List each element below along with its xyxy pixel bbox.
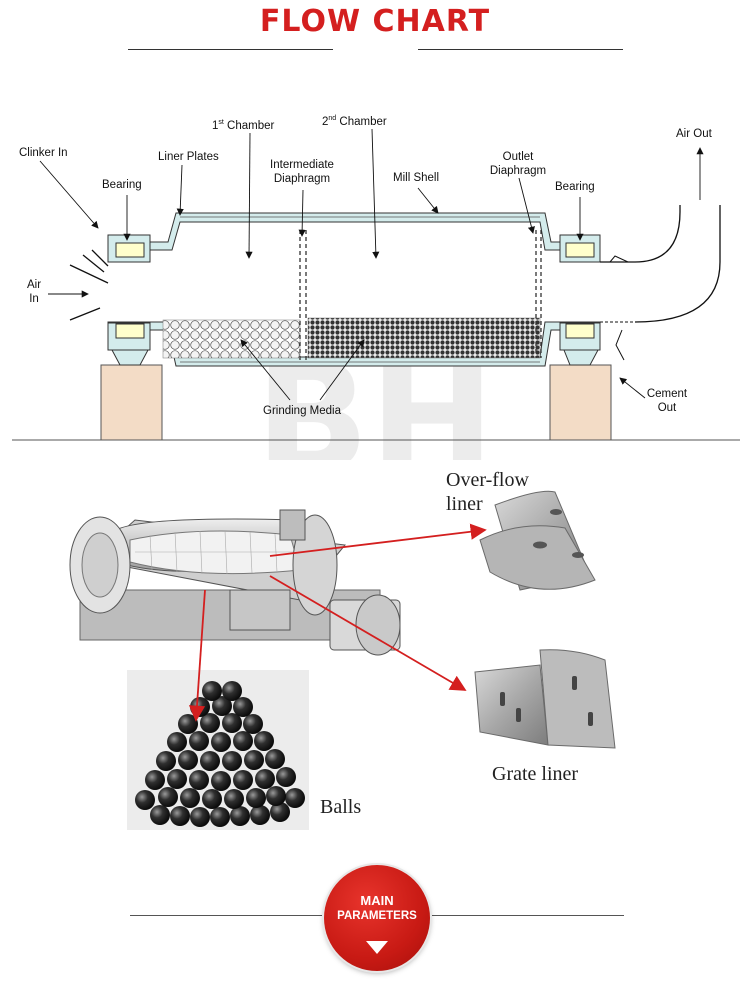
label-grinding-media: Grinding Media <box>263 405 341 417</box>
label-balls: Balls <box>320 796 362 818</box>
part-pointer-arrows <box>188 523 487 722</box>
pedestal-right <box>549 364 612 441</box>
mill-flow-diagram: BH <box>12 128 740 460</box>
label-clinker-in: Clinker In <box>19 147 68 159</box>
label-grate-liner: Grate liner <box>492 763 579 785</box>
label-second-chamber: 2nd Chamber <box>322 115 387 128</box>
bearing-left <box>107 234 151 263</box>
main-parameters-badge[interactable]: MAIN PARAMETERS <box>324 865 430 971</box>
label-arrows <box>39 128 704 401</box>
badge-label-main: MAIN <box>360 893 394 908</box>
overflow-liner-image <box>479 490 596 591</box>
grate-liner-image <box>474 649 616 749</box>
label-liner-plates: Liner Plates <box>158 151 219 163</box>
label-first-chamber: 1st Chamber <box>212 119 275 132</box>
label-mill-shell: Mill Shell <box>393 172 440 184</box>
label-bearing-left: Bearing <box>102 179 142 191</box>
badge-divider-right <box>432 915 624 916</box>
title-divider-right <box>418 49 623 50</box>
bearing-left-bottom <box>107 322 151 366</box>
badge-label-parameters: PARAMETERS <box>337 910 417 922</box>
inlet-chute <box>69 249 109 321</box>
page-title: FLOW CHART <box>259 4 491 39</box>
mill-parts-illustration <box>69 490 616 830</box>
chevron-down-icon <box>366 941 388 954</box>
grinding-media-chamber-2 <box>307 317 541 359</box>
title-divider-left <box>128 49 333 50</box>
pedestal-left <box>100 364 163 441</box>
liner-plates <box>180 216 540 363</box>
badge-divider-left <box>130 915 322 916</box>
ball-mill-machine <box>69 509 401 656</box>
grinding-balls-image <box>127 670 309 830</box>
outlet-duct <box>600 205 721 361</box>
label-bearing-right: Bearing <box>555 181 595 193</box>
bearing-right-bottom <box>559 322 601 366</box>
label-air-out: Air Out <box>676 128 712 140</box>
grinding-media-chamber-1 <box>162 319 301 359</box>
